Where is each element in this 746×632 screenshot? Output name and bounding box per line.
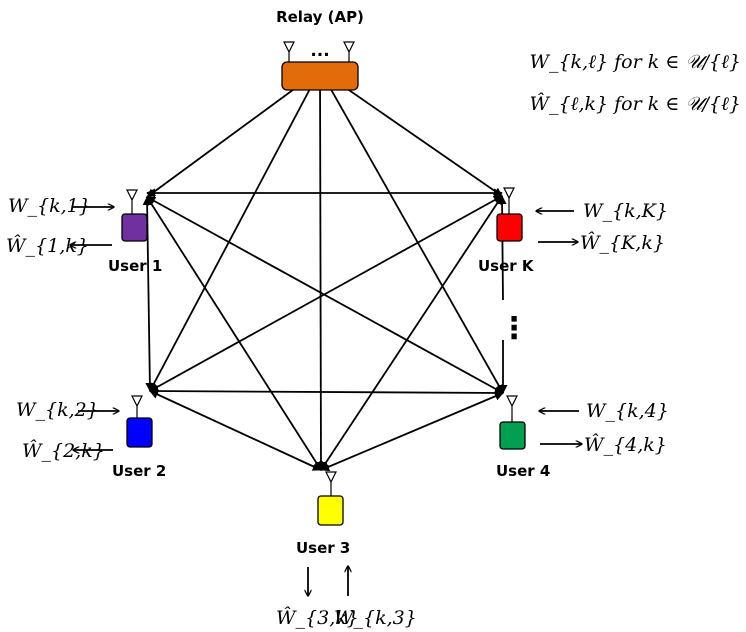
antenna-icon bbox=[283, 41, 295, 62]
link-userK-user2 bbox=[149, 195, 503, 392]
user-1-device bbox=[121, 213, 148, 242]
user-3: User 3 Ŵ_{3,k} W_{k,3} bbox=[276, 471, 417, 629]
user-2-input: W_{k,2} bbox=[16, 399, 99, 421]
antenna-icon bbox=[343, 41, 355, 62]
user-4-label: User 4 bbox=[496, 462, 550, 480]
relay-node: Relay (AP) ... bbox=[276, 8, 364, 91]
antenna-icon bbox=[325, 471, 337, 496]
user-2-output: Ŵ_{2,k} bbox=[22, 439, 105, 462]
antenna-icon bbox=[506, 395, 518, 422]
link-lines bbox=[142, 69, 508, 471]
antenna-icon bbox=[503, 187, 515, 214]
user-k-device bbox=[496, 213, 523, 242]
user-4-device bbox=[499, 421, 526, 450]
link-relay-user4 bbox=[319, 69, 504, 394]
user-1-label: User 1 bbox=[108, 257, 162, 275]
relay-antenna-dots: ... bbox=[310, 41, 329, 61]
user-2: User 2 W_{k,2} Ŵ_{2,k} bbox=[16, 395, 166, 480]
user-3-label: User 3 bbox=[296, 539, 350, 557]
link-user2-user3 bbox=[149, 390, 322, 471]
user-4-input: W_{k,4} bbox=[586, 400, 669, 422]
legend: W_{k,ℓ} for k ∈ 𝒰/{ℓ} Ŵ_{ℓ,k} for k ∈ 𝒰/… bbox=[529, 51, 741, 115]
link-user4-user3 bbox=[320, 392, 504, 471]
user-k-label: User K bbox=[478, 257, 535, 275]
link-userK-user3 bbox=[320, 195, 503, 471]
link-relay-user3 bbox=[315, 69, 326, 471]
antenna-icon bbox=[131, 395, 143, 418]
user-k: User K W_{k,K} Ŵ_{K,k} bbox=[478, 187, 668, 275]
user-2-label: User 2 bbox=[112, 462, 166, 480]
user-3-output: Ŵ_{3,k} bbox=[276, 606, 359, 629]
link-user2-user4 bbox=[149, 386, 504, 398]
antenna-icon bbox=[126, 189, 138, 214]
link-userK-user4 bbox=[497, 195, 507, 301]
more-users-ellipsis: ⋮ bbox=[499, 311, 529, 346]
relay-label: Relay (AP) bbox=[276, 8, 364, 26]
user-2-device bbox=[126, 417, 153, 448]
user-3-input: W_{k,3} bbox=[334, 607, 417, 629]
user-4-output: Ŵ_{4,k} bbox=[584, 433, 667, 456]
relay-box bbox=[281, 61, 359, 91]
user-1-input: W_{k,1} bbox=[8, 195, 91, 217]
user-1: User 1 W_{k,1} Ŵ_{1,k} bbox=[6, 189, 162, 275]
legend-line-2: Ŵ_{ℓ,k} for k ∈ 𝒰/{ℓ} bbox=[529, 92, 741, 115]
user-1-output: Ŵ_{1,k} bbox=[6, 234, 89, 257]
user-4: User 4 W_{k,4} Ŵ_{4,k} bbox=[496, 395, 669, 480]
user-k-input: W_{k,K} bbox=[583, 200, 668, 222]
legend-line-1: W_{k,ℓ} for k ∈ 𝒰/{ℓ} bbox=[529, 51, 741, 73]
user-3-device bbox=[317, 495, 344, 526]
user-k-output: Ŵ_{K,k} bbox=[580, 231, 665, 254]
link-relay-user2 bbox=[149, 69, 321, 392]
